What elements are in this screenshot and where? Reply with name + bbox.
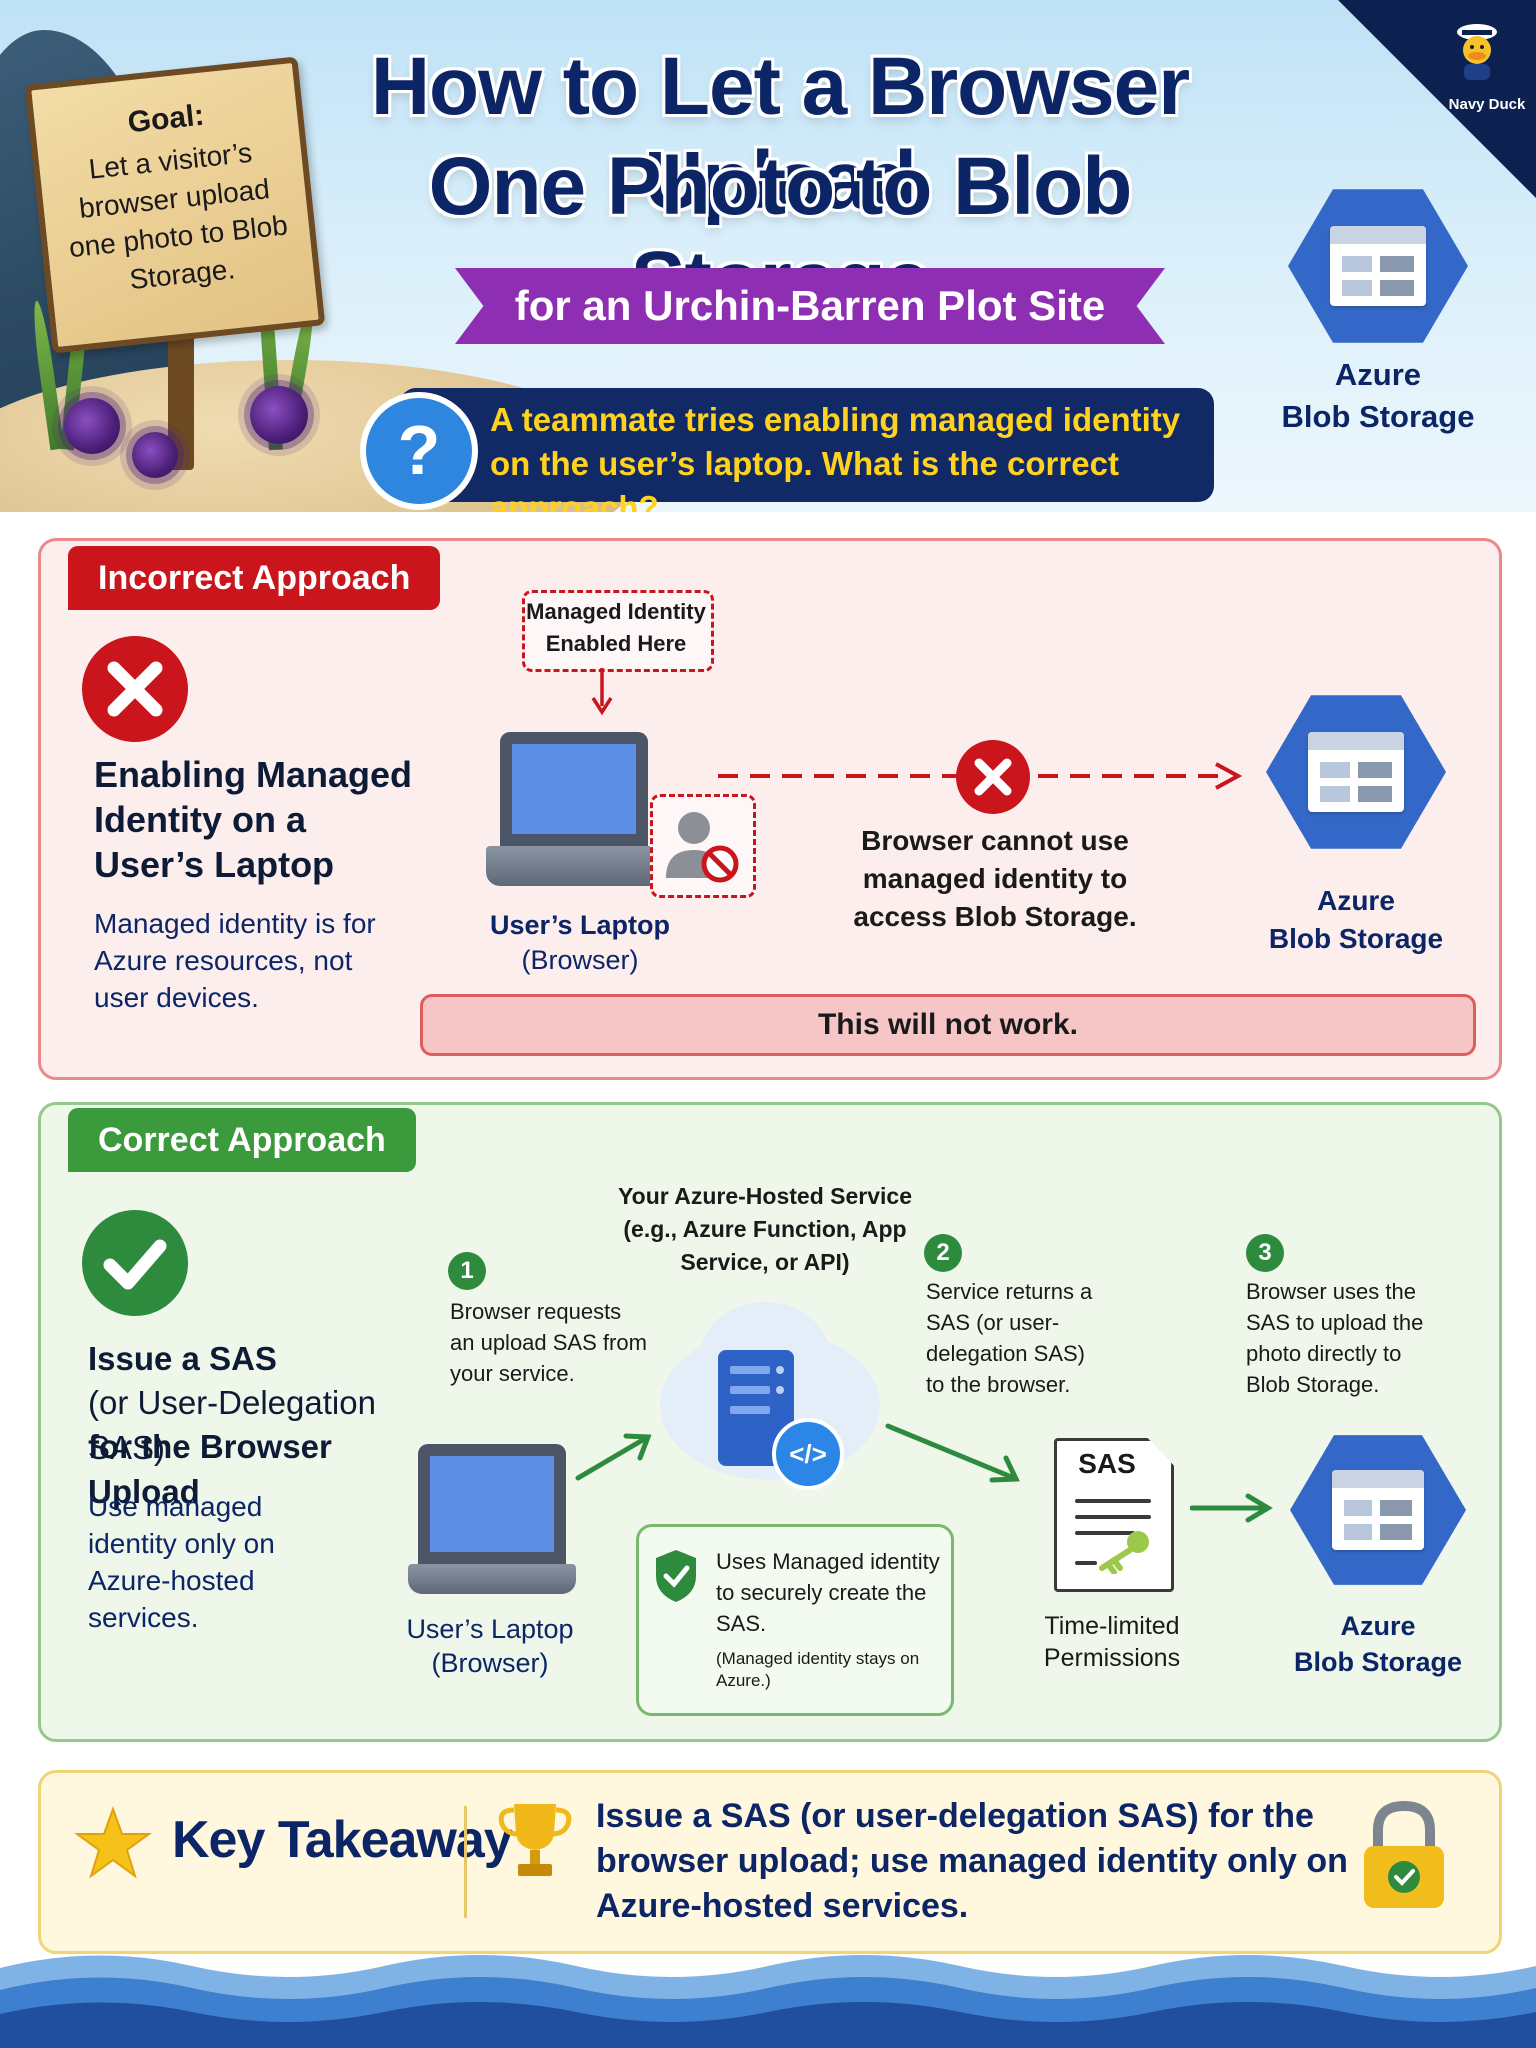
- verdict-banner: This will not work.: [420, 994, 1476, 1056]
- navy-duck-icon: [1457, 24, 1497, 80]
- question-text: A teammate tries enabling managed identi…: [490, 401, 1181, 512]
- incorrect-approach-tag: Incorrect Approach: [68, 546, 441, 610]
- azure-blob-storage-icon: [1290, 1435, 1466, 1585]
- step-2-badge: 2: [924, 1234, 962, 1272]
- code-icon: </>: [772, 1418, 844, 1490]
- laptop-keyboard: [408, 1564, 576, 1594]
- sea-urchin: [132, 432, 178, 478]
- shield-check-icon: [656, 1550, 696, 1602]
- correct-approach-tag: Correct Approach: [68, 1108, 416, 1172]
- blocked-user-box: [650, 794, 756, 898]
- failed-connection-arrow: [718, 762, 1243, 790]
- incorrect-description: Managed identity is for Azure resources,…: [94, 908, 376, 1013]
- padlock-check-icon: [1364, 1800, 1444, 1908]
- star-icon: [74, 1806, 152, 1879]
- header-storage-label-line2: Blob Storage: [1281, 399, 1475, 434]
- ocean-waves: [0, 1955, 1536, 2048]
- correct-laptop-label-line2: (Browser): [431, 1648, 549, 1678]
- arrow-right-icon: [1190, 1493, 1273, 1523]
- page-title-line2: One Photo to Blob Storage: [428, 141, 1133, 326]
- brand-label: Navy Duck: [1448, 96, 1526, 113]
- sas-label: SAS: [1078, 1448, 1136, 1479]
- fail-explanation: Browser cannot use managed identity to a…: [853, 825, 1137, 932]
- incorrect-storage-label-line1: Azure: [1317, 885, 1395, 916]
- incorrect-storage-label-line2: Blob Storage: [1268, 923, 1444, 954]
- correct-heading-line2: (or User-Delegation SAS): [88, 1384, 376, 1466]
- correct-heading-line3: for the Browser Upload: [88, 1428, 332, 1510]
- key-takeaway-title: Key Takeaway: [172, 1811, 513, 1869]
- incorrect-laptop-label-line2: (Browser): [521, 945, 639, 975]
- subtitle-ribbon: [455, 268, 1165, 344]
- managed-identity-box-text: Uses Managed identity to securely create…: [716, 1549, 940, 1636]
- takeaway-divider: [464, 1806, 467, 1918]
- question-icon: ?: [360, 392, 478, 510]
- sea-urchin: [64, 398, 120, 454]
- goal-text: Let a visitor’s browser upload one photo…: [67, 136, 290, 296]
- sas-caption-line2: Permissions: [1043, 1644, 1181, 1672]
- sas-caption-line1: Time-limited: [1044, 1612, 1180, 1640]
- key-takeaway-text: Issue a SAS (or user-delegation SAS) for…: [596, 1797, 1348, 1925]
- managed-identity-label: Managed Identity Enabled Here: [526, 599, 706, 656]
- arrow-up-right-icon: [575, 1433, 652, 1481]
- laptop-screen: [500, 732, 648, 846]
- incorrect-heading: Enabling Managed Identity on a User’s La…: [94, 754, 413, 885]
- subtitle: for an Urchin-Barren Plot Site: [514, 282, 1106, 329]
- blocked-user-icon: [666, 812, 739, 883]
- incorrect-approach-panel: [38, 538, 1502, 1080]
- sas-document-icon: [1054, 1438, 1174, 1592]
- step-3-text: Browser uses the SAS to upload the photo…: [1246, 1279, 1424, 1397]
- header-banner: Goal: Let a visitor’s browser upload one…: [0, 0, 1536, 512]
- correct-heading-line1: Issue a SAS: [88, 1340, 277, 1377]
- arrow-down-right-icon: [885, 1423, 1020, 1483]
- checkmark-icon: [82, 1210, 188, 1316]
- fail-cross-icon: [956, 740, 1030, 814]
- header-storage-label-line1: Azure: [1334, 357, 1422, 392]
- cross-icon: [82, 636, 188, 742]
- step-1-badge: 1: [448, 1252, 486, 1290]
- step-1-text: Browser requests an upload SAS from your…: [450, 1299, 647, 1386]
- page-title-line1: How to Let a Browser Upload: [370, 41, 1190, 226]
- correct-storage-label-line2: Blob Storage: [1293, 1647, 1462, 1677]
- step-2-text: Service returns a SAS (or user-delegatio…: [926, 1279, 1093, 1397]
- key-icon: [1099, 1531, 1149, 1574]
- goal-sign: Goal: Let a visitor’s browser upload one…: [24, 56, 326, 354]
- azure-hosted-service-title: Your Azure-Hosted Service (e.g., Azure F…: [618, 1183, 912, 1275]
- question-bar: [400, 388, 1214, 502]
- sea-urchin: [250, 386, 308, 444]
- laptop-keyboard: [486, 846, 662, 886]
- laptop-screen: [418, 1444, 566, 1564]
- azure-blob-storage-icon: [1288, 189, 1468, 343]
- trophy-icon: [498, 1804, 572, 1876]
- incorrect-laptop-label-line1: User’s Laptop: [489, 910, 671, 940]
- correct-description: Use managed identity only on Azure-hoste…: [88, 1491, 275, 1633]
- correct-storage-label-line1: Azure: [1340, 1611, 1416, 1641]
- step-3-badge: 3: [1246, 1234, 1284, 1272]
- key-takeaway-panel: [38, 1770, 1502, 1954]
- managed-identity-label-box: [522, 590, 714, 672]
- correct-laptop-label-line1: User’s Laptop: [406, 1614, 574, 1644]
- managed-identity-box-note: (Managed identity stays on Azure.): [716, 1649, 920, 1690]
- arrow-down-icon: [591, 668, 613, 716]
